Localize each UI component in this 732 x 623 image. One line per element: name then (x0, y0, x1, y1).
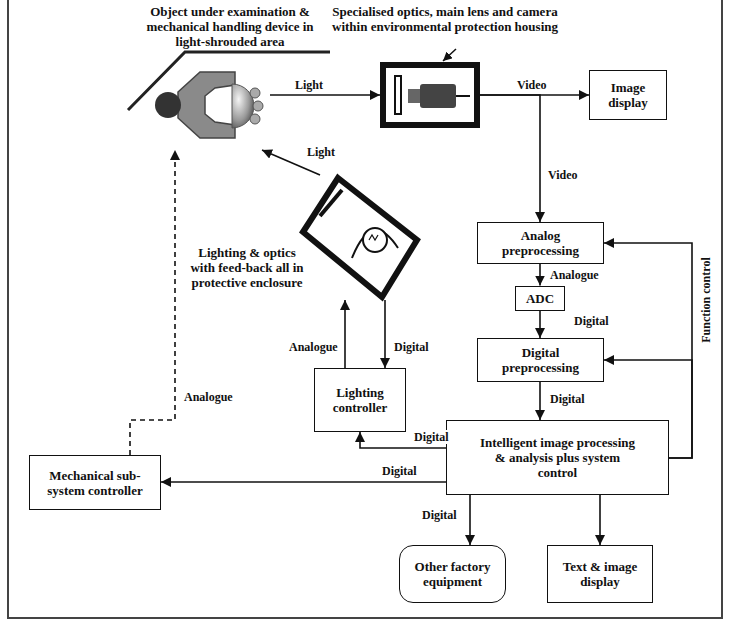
box-text: Text & image display (554, 559, 646, 589)
signal-label: Digital (392, 340, 431, 354)
processor-box: Intelligent image processing & analysis … (446, 420, 669, 495)
connector-arrow (480, 95, 540, 222)
controller-box: Mechanical sub-system controller (29, 455, 161, 510)
gripper-object (155, 72, 263, 138)
connector-arrow (539, 264, 541, 286)
signal-label: Digital (412, 430, 451, 444)
connector-arrow (539, 311, 541, 339)
signal-label: Digital (380, 464, 419, 478)
connector-arrow (161, 481, 446, 483)
converter-box: ADC (515, 286, 565, 311)
box-text: Image display (596, 80, 660, 110)
camera-housing: Specialised optics, main lens and camera… (380, 62, 480, 128)
process-box: Digital preprocessing (477, 338, 604, 382)
lighting-enclosure: Lighting & optics with feed-back all in … (300, 175, 420, 300)
frame (8, 0, 722, 618)
dashed-connector (130, 150, 175, 455)
signal-label: Analogue (287, 340, 340, 354)
signal-label: Analogue (182, 390, 235, 404)
heading-text: Lighting & optics with feed-back all in … (188, 245, 306, 290)
heading-text: Object under examination & mechanical ha… (130, 4, 330, 49)
signal-label: Light (293, 78, 325, 92)
display-box: Image display (589, 70, 667, 120)
box-text: Digital preprocessing (484, 345, 597, 375)
connector-arrow (469, 495, 471, 545)
signal-label: Digital (572, 314, 611, 328)
lighting-enclosure (303, 178, 417, 297)
signal-label: Analogue (548, 268, 601, 282)
box-text: ADC (526, 291, 554, 306)
heading-text: Specialised optics, main lens and camera… (330, 4, 560, 34)
connector-arrow (344, 300, 346, 368)
signal-label: Digital (420, 508, 459, 522)
box-text: Analog preprocessing (484, 228, 597, 258)
connector-arrow (599, 495, 601, 545)
box-text: Lighting controller (321, 385, 399, 415)
signal-label: Light (305, 145, 337, 159)
controller-box: Lighting controller (314, 368, 406, 432)
connector-arrow (384, 300, 386, 368)
connector-arrow (539, 382, 541, 420)
box-text: Intelligent image processing & analysis … (477, 435, 638, 480)
signal-label: Digital (548, 392, 587, 406)
camera-housing (383, 65, 477, 125)
signal-label: Video (546, 168, 580, 182)
connector-arrow (270, 94, 380, 96)
object-illustration: Object under examination & mechanical ha… (140, 56, 270, 150)
signal-label: Function control (698, 255, 712, 344)
pointer-arrow (443, 49, 456, 61)
process-box: Analog preprocessing (477, 222, 604, 264)
equipment-box: Other factory equipment (399, 545, 506, 603)
signal-label: Video (515, 78, 549, 92)
box-text: Other factory equipment (406, 559, 499, 589)
display-box: Text & image display (547, 545, 653, 603)
box-text: Mechanical sub-system controller (36, 468, 154, 498)
